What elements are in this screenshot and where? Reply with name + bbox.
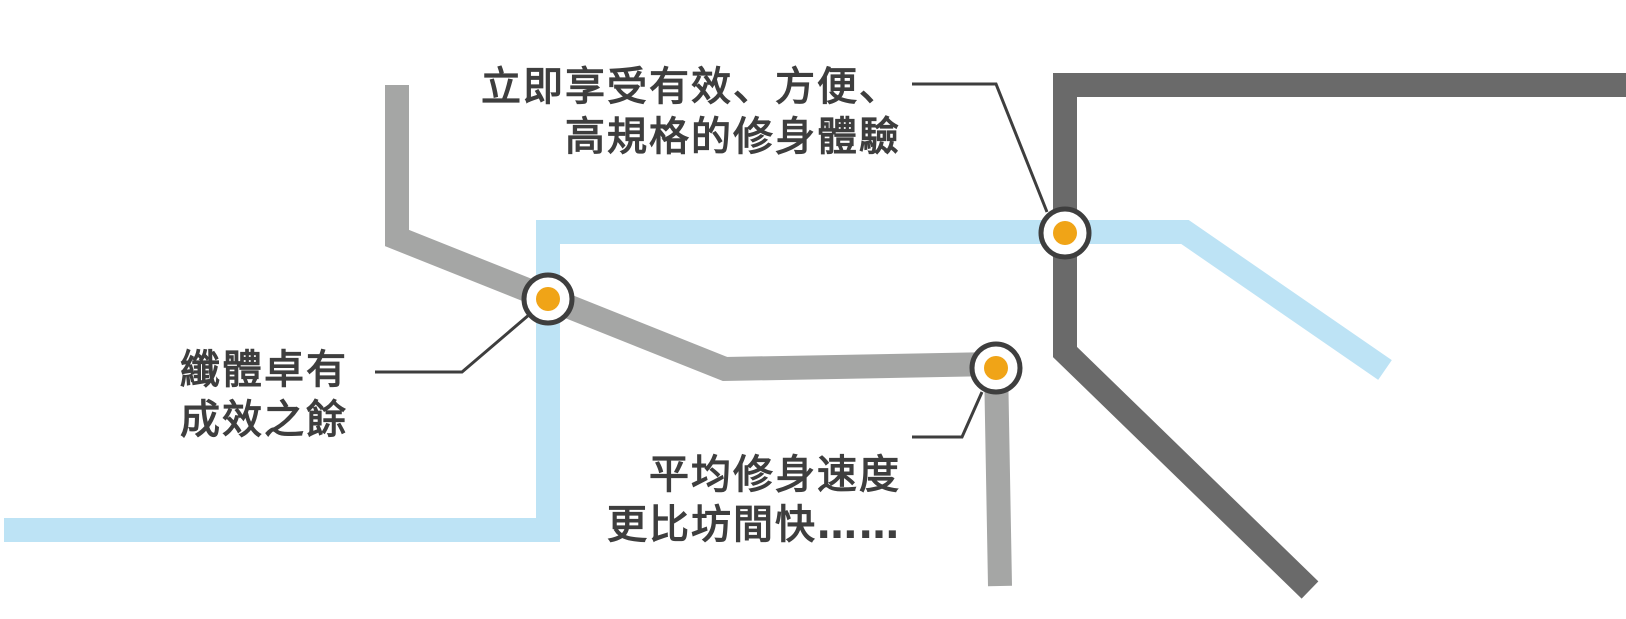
callout-top-text: 立即享受有效、方便、 高規格的修身體驗	[481, 62, 901, 162]
callout-bottom-line1: 平均修身速度	[649, 452, 901, 498]
callout-top-line1: 立即享受有效、方便、	[481, 64, 901, 110]
callout-line-top	[912, 82, 1049, 213]
light-gray-route	[385, 85, 1012, 587]
callout-bottom-line2: 更比坊間快……	[607, 502, 901, 548]
callout-line-bottom	[912, 391, 984, 439]
callout-bottom-text: 平均修身速度 更比坊間快……	[607, 450, 901, 550]
callout-top-line2: 高規格的修身體驗	[565, 114, 901, 160]
station-left	[521, 272, 575, 326]
light-blue-route	[4, 220, 1392, 542]
station-bottom	[969, 341, 1023, 395]
callout-left-line1: 纖體卓有	[180, 347, 348, 393]
callout-line-left	[375, 312, 531, 374]
station-top-right	[1038, 206, 1092, 260]
callout-left-line2: 成效之餘	[180, 397, 348, 443]
callout-left-text: 纖體卓有 成效之餘	[180, 345, 348, 445]
